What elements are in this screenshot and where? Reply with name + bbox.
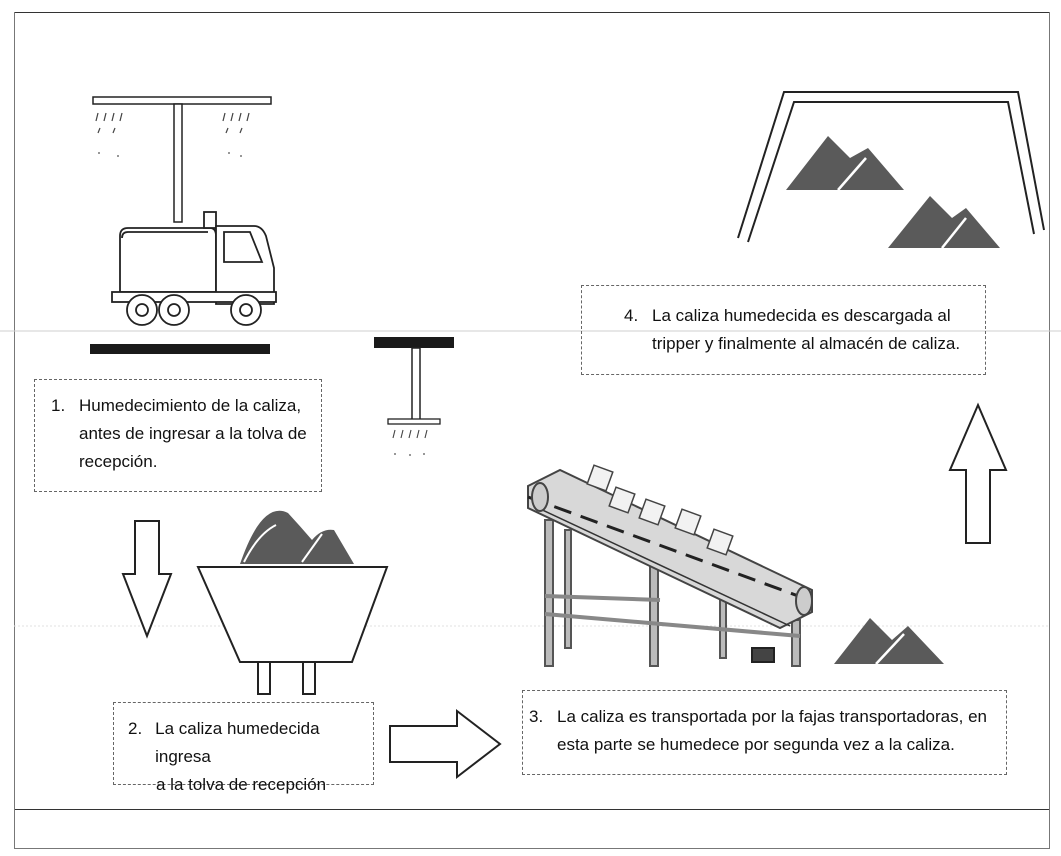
stockpile-icon xyxy=(786,136,1000,249)
step-number: 4. xyxy=(624,306,639,325)
step-4-box: 4.La caliza humedecida es descargada al … xyxy=(581,285,986,375)
hopper-icon xyxy=(196,566,389,695)
arrow-up-icon xyxy=(948,402,1008,544)
step-text-line: La caliza humedecida es descargada al xyxy=(652,306,951,325)
arrow-right-icon xyxy=(389,708,502,780)
sprinkler-icon xyxy=(374,337,454,456)
stockpile-icon xyxy=(834,618,944,665)
storage-shed-icon xyxy=(737,91,1045,243)
step-text-line: La caliza es transportada por la fajas t… xyxy=(557,707,987,726)
step-text-line: tripper y finalmente al almacén de caliz… xyxy=(652,334,961,353)
step-text-line: a la tolva de recepción xyxy=(156,775,327,794)
page-frame xyxy=(14,12,1050,849)
step-text-line: esta parte se humedece por segunda vez a… xyxy=(557,735,955,754)
water-truck-icon xyxy=(111,211,277,326)
step-number: 3. xyxy=(529,707,544,726)
step-text-line: recepción. xyxy=(79,452,158,471)
step-3-box: 3. La caliza es transportada por la fajas… xyxy=(522,690,1007,775)
step-text-line: antes de ingresar a la tolva de xyxy=(79,424,307,443)
step-number: 2. xyxy=(128,719,143,738)
sprinkler-icon xyxy=(92,96,272,223)
arrow-down-icon xyxy=(121,520,173,639)
step-number: 1. xyxy=(51,396,66,415)
step-text-line: La caliza humedecida ingresa xyxy=(155,719,320,766)
step-2-box: 2. La caliza humedecida ingresa a la tolv… xyxy=(113,702,374,794)
truck-ground-bar xyxy=(90,344,270,354)
stockpile-icon xyxy=(240,510,354,564)
step-1-box: 1. Humedecimiento de la caliza, antes de … xyxy=(34,379,322,492)
conveyor-icon xyxy=(527,464,813,667)
step-text-line: Humedecimiento de la caliza, xyxy=(79,396,302,415)
